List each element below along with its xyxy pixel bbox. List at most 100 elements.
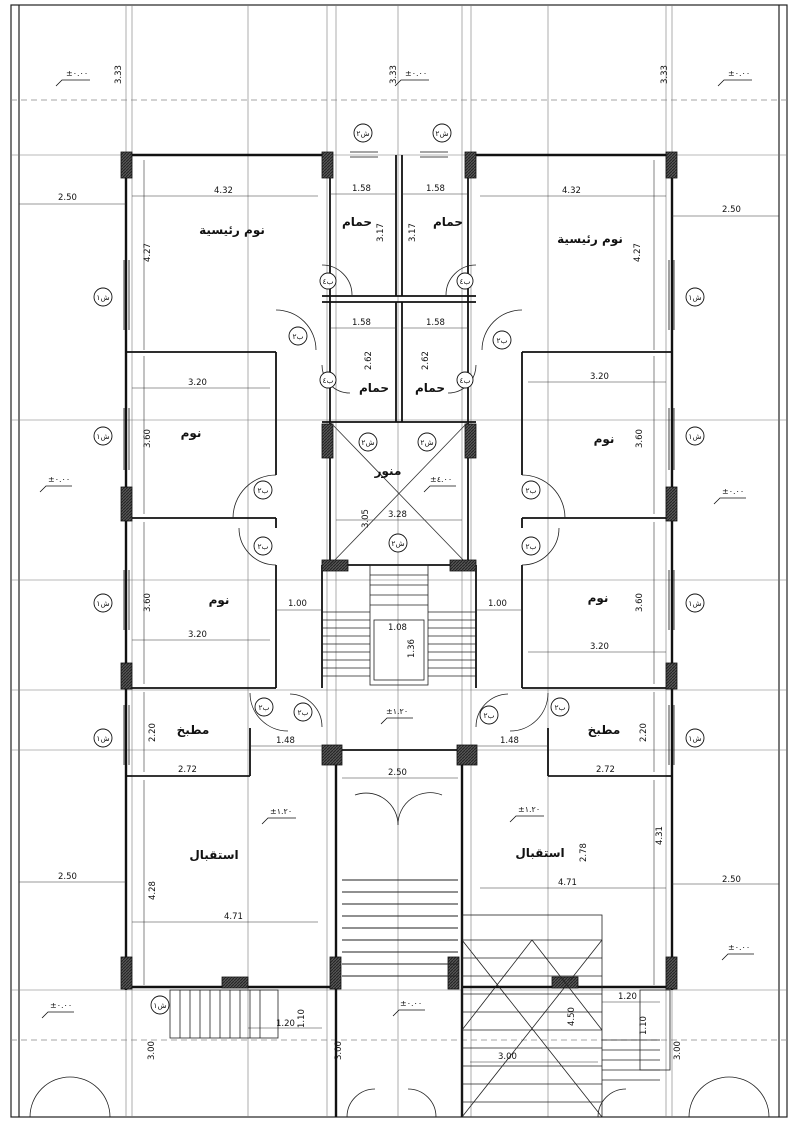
dim-entrance-width: 2.50 <box>388 768 407 778</box>
dim-reception-depth-right: 4.31 <box>655 826 665 845</box>
svg-text:ش١: ش١ <box>688 432 701 441</box>
svg-text:ش٢: ش٢ <box>391 539 404 548</box>
tag-window: ش٢ <box>358 432 378 452</box>
dim-lower-stair-right-w: 1.20 <box>618 992 637 1002</box>
level-outside-top-right: ±٠.٠٠ <box>728 69 750 78</box>
label-bathroom-mid-left: حمام <box>359 381 389 396</box>
dim-master-width-right: 4.32 <box>562 186 581 196</box>
dim-right-setback-lower: 2.50 <box>722 875 741 885</box>
svg-text:ش١: ش١ <box>688 734 701 743</box>
svg-text:ش١: ش١ <box>153 1001 166 1010</box>
dim-lightwell-width: 3.28 <box>388 510 407 520</box>
svg-text:ب٢: ب٢ <box>297 708 308 717</box>
svg-text:ب٢: ب٢ <box>257 542 268 551</box>
label-bedroom-2-left: نوم <box>209 593 230 608</box>
tag-window: ش٢ <box>353 123 373 143</box>
level-reception-right: ±١.٢٠ <box>518 805 540 814</box>
setback-lines <box>11 99 787 1041</box>
tag-window: ش٢ <box>432 123 452 143</box>
dim-lower-left-rise: 1.10 <box>297 1009 307 1028</box>
tag-door: ب٢ <box>521 536 541 556</box>
level-outside-mid-left: ±٠.٠٠ <box>48 475 70 484</box>
svg-text:ب٢: ب٢ <box>525 542 536 551</box>
level-lightwell: ±٤.٠٠ <box>430 475 452 484</box>
dim-right-setback: 2.50 <box>722 205 741 215</box>
label-bathroom-top-right: حمام <box>433 215 463 230</box>
svg-text:ب٤: ب٤ <box>459 376 470 385</box>
level-outside-top-mid: ±٠.٠٠ <box>405 69 427 78</box>
label-kitchen-right: مطبخ <box>588 723 621 737</box>
label-lightwell: منور <box>374 464 402 479</box>
dimension-lines <box>19 160 779 1063</box>
tag-door: ب٤ <box>456 371 474 389</box>
windows <box>123 151 675 765</box>
level-outside-mid-right: ±٠.٠٠ <box>722 487 744 496</box>
svg-text:ب٢: ب٢ <box>525 486 536 495</box>
tag-window: ش١ <box>685 287 705 307</box>
tag-window: ش١ <box>685 728 705 748</box>
svg-text:ب٢: ب٢ <box>257 486 268 495</box>
level-landing: ±١.٢٠ <box>386 707 408 716</box>
tag-door: ب٤ <box>319 371 337 389</box>
label-bedroom-1-right: نوم <box>594 432 615 447</box>
dim-reception-inner-right: 2.78 <box>579 843 589 862</box>
tag-door: ب٢ <box>253 536 273 556</box>
dim-bottom-setback-right: 3.00 <box>673 1041 683 1060</box>
svg-text:ب٢: ب٢ <box>483 711 494 720</box>
svg-text:ش١: ش١ <box>96 432 109 441</box>
tag-window: ش١ <box>93 728 113 748</box>
dim-bath-top-right: 1.58 <box>426 184 445 194</box>
dim-lightwell-depth: 3.05 <box>361 509 371 528</box>
tag-door: ب٢ <box>254 697 274 717</box>
dim-bath-mid-right: 1.58 <box>426 318 445 328</box>
exterior-walls <box>124 153 674 1117</box>
room-labels: نوم رئيسية نوم رئيسية حمام حمام حمام حما… <box>177 215 623 862</box>
label-master-bedroom-right: نوم رئيسية <box>557 232 623 247</box>
dim-bed1-right: 3.20 <box>590 372 609 382</box>
dim-setback-top-right: 3.33 <box>660 65 670 84</box>
level-outside-bottom-right: ±٠.٠٠ <box>728 943 750 952</box>
label-bedroom-2-right: نوم <box>588 591 609 606</box>
level-markers <box>39 79 754 1019</box>
dim-lower-right-rise: 1.10 <box>639 1016 649 1035</box>
svg-text:ش١: ش١ <box>688 293 701 302</box>
tag-door: ب٤ <box>319 272 337 290</box>
dim-corridor-left: 1.00 <box>288 599 307 609</box>
dim-bed2-depth-right: 3.60 <box>635 593 645 612</box>
svg-text:ش٢: ش٢ <box>420 438 433 447</box>
svg-text:ب٤: ب٤ <box>459 277 470 286</box>
tag-window: ش١ <box>93 593 113 613</box>
dim-kitchen-depth-left: 2.20 <box>148 723 158 742</box>
dim-stair-depth: 1.36 <box>407 639 417 658</box>
dim-kitchen-right: 2.72 <box>596 765 615 775</box>
svg-text:ش٢: ش٢ <box>361 438 374 447</box>
dimension-labels: 2.50 2.50 2.50 2.50 4.32 4.32 1.58 1.58 … <box>58 65 741 1062</box>
dim-lower-stair-left: 1.20 <box>276 1019 295 1029</box>
svg-text:ش١: ش١ <box>96 599 109 608</box>
svg-text:ب٢: ب٢ <box>292 332 303 341</box>
tag-window: ش١ <box>685 426 705 446</box>
label-bathroom-mid-right: حمام <box>415 381 445 396</box>
tag-door: ب٢ <box>288 326 308 346</box>
dim-setback-top-mid: 3.33 <box>389 65 399 84</box>
tag-window: ش٢ <box>388 533 408 553</box>
dim-kitchen-left: 2.72 <box>178 765 197 775</box>
dim-bath2-depth-right: 2.62 <box>421 351 431 370</box>
svg-text:ب٢: ب٢ <box>258 703 269 712</box>
tag-door: ب٢ <box>521 480 541 500</box>
dim-reception-right: 4.71 <box>558 878 577 888</box>
dim-bath-depth-left: 3.17 <box>376 223 386 242</box>
tag-door: ب٤ <box>456 272 474 290</box>
dim-reception-left: 4.71 <box>224 912 243 922</box>
structural-columns <box>120 151 678 990</box>
label-bedroom-1-left: نوم <box>181 426 202 441</box>
svg-text:ش٢: ش٢ <box>356 129 369 138</box>
label-reception-left: استقبال <box>189 848 238 862</box>
svg-text:ب٤: ب٤ <box>322 277 333 286</box>
dim-reception-depth-left: 4.28 <box>148 881 158 900</box>
lightwell-cross <box>329 421 469 566</box>
level-outside-bottom-mid: ±٠.٠٠ <box>400 999 422 1008</box>
dim-hall-right: 1.48 <box>500 736 519 746</box>
svg-text:ش١: ش١ <box>688 599 701 608</box>
